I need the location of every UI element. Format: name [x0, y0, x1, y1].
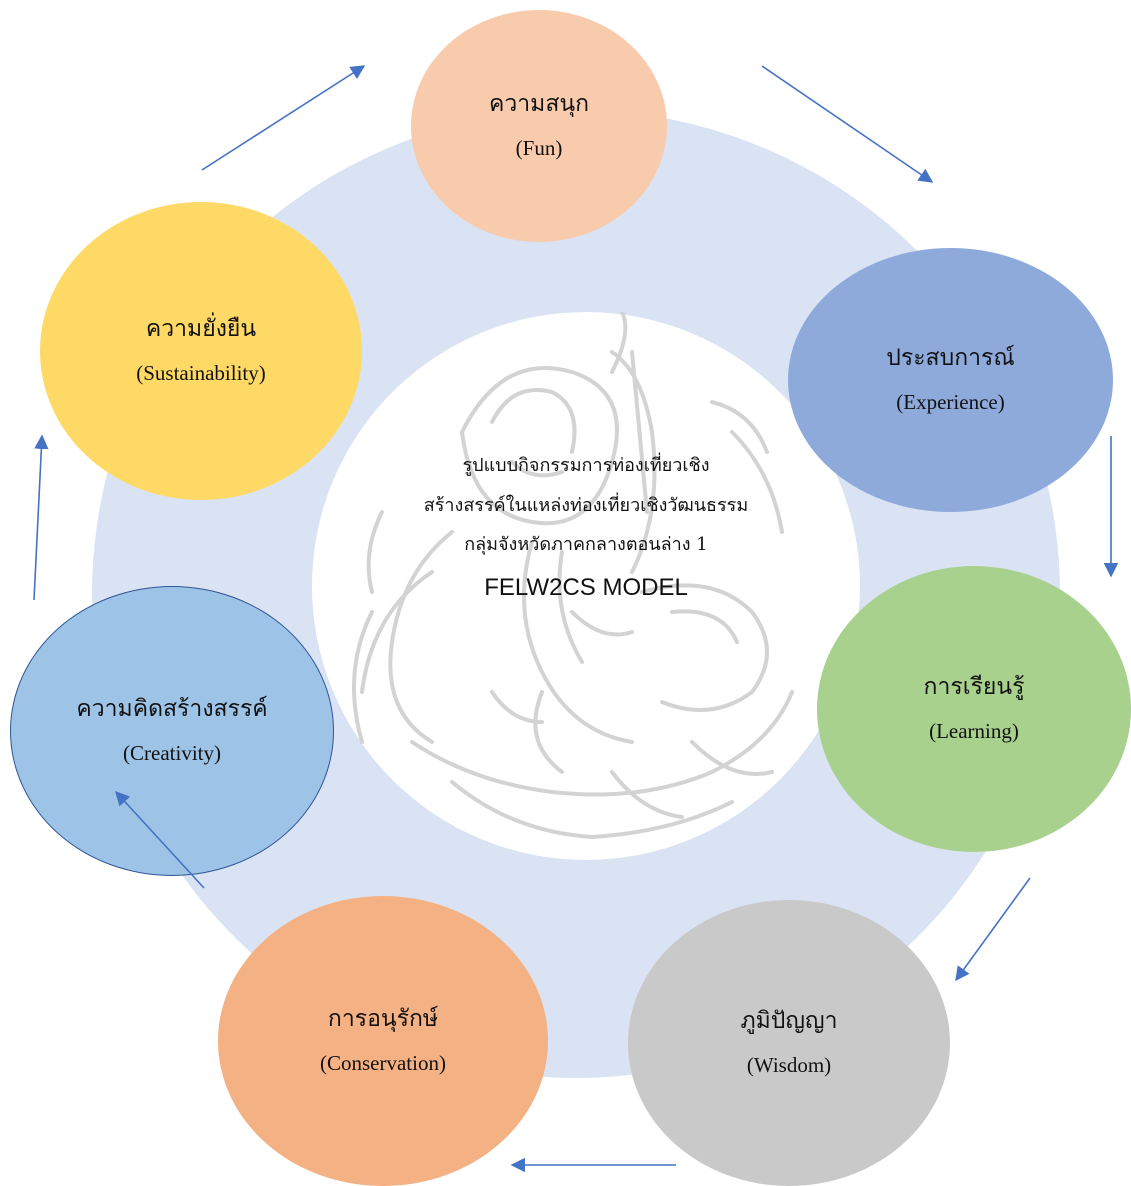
- node-fun-thai-label: ความสนุก: [488, 90, 590, 117]
- center-title-line-2: สร้างสรรค์ในแหล่งท่องเที่ยวเชิงวัฒนธรรม: [423, 494, 749, 516]
- node-wisdom: ภูมิปัญญา (Wisdom): [628, 900, 950, 1186]
- node-fun: ความสนุก (Fun): [411, 10, 667, 242]
- node-experience-thai-label: ประสบการณ์: [886, 344, 1015, 371]
- center-title-block: รูปแบบกิจกรรมการท่องเที่ยวเชิง สร้างสรรค…: [312, 455, 860, 602]
- ganesha-watermark-icon: [352, 312, 794, 840]
- node-creativity-english-label: (Creativity): [123, 741, 221, 766]
- arrow-creativity-to-sustainability-icon: [33, 434, 49, 601]
- node-conservation-english-label: (Conservation): [320, 1051, 446, 1076]
- node-sustainability: ความยั่งยืน (Sustainability): [40, 202, 362, 500]
- node-wisdom-thai-label: ภูมิปัญญา: [740, 1007, 838, 1034]
- node-experience-english-label: (Experience): [896, 390, 1005, 415]
- node-fun-english-label: (Fun): [515, 136, 563, 161]
- node-creativity: ความคิดสร้างสรรค์ (Creativity): [10, 586, 334, 876]
- arrow-sustainability-to-fun-icon: [201, 65, 366, 171]
- node-creativity-thai-label: ความคิดสร้างสรรค์: [76, 695, 268, 722]
- node-wisdom-english-label: (Wisdom): [746, 1053, 832, 1078]
- node-conservation: การอนุรักษ์ (Conservation): [218, 896, 548, 1186]
- arrow-conservation-to-creativity-icon: [115, 790, 205, 889]
- node-learning: การเรียนรู้ (Learning): [817, 566, 1131, 852]
- node-learning-thai-label: การเรียนรู้: [923, 673, 1025, 700]
- center-model-name: FELW2CS MODEL: [484, 573, 688, 601]
- node-conservation-thai-label: การอนุรักษ์: [327, 1005, 439, 1032]
- node-sustainability-thai-label: ความยั่งยืน: [145, 315, 257, 342]
- node-sustainability-english-label: (Sustainability): [136, 361, 266, 386]
- arrow-fun-to-experience-icon: [761, 65, 934, 183]
- node-experience: ประสบการณ์ (Experience): [788, 248, 1113, 512]
- center-disk: [312, 312, 860, 860]
- center-title-line-3: กลุ่มจังหวัดภาคกลางตอนล่าง 1: [464, 534, 708, 555]
- node-learning-english-label: (Learning): [929, 719, 1019, 744]
- center-title-line-1: รูปแบบกิจกรรมการท่องเที่ยวเชิง: [462, 455, 710, 476]
- arrow-learning-to-wisdom-icon: [955, 877, 1031, 982]
